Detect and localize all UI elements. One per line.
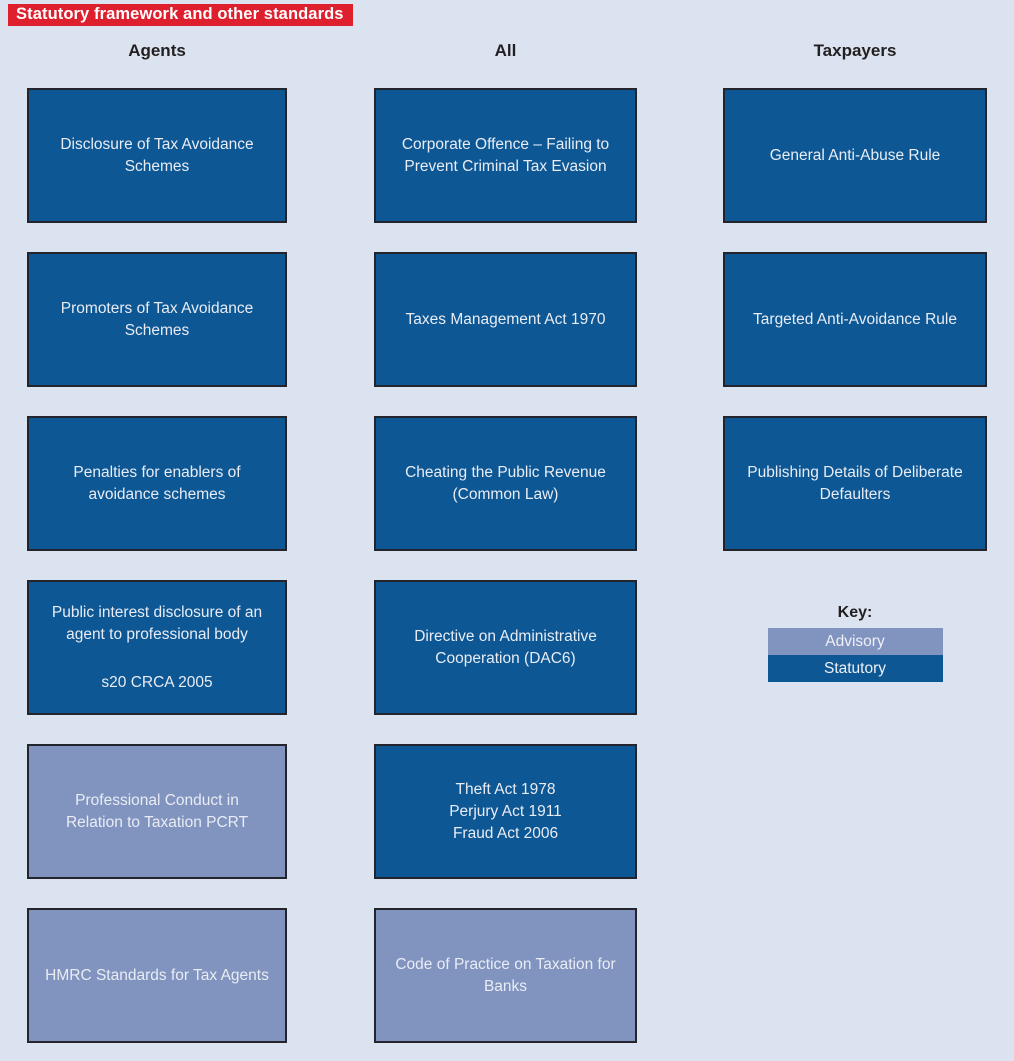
box-code-of-practice-banks: Code of Practice on Taxation for Banks xyxy=(374,908,637,1043)
box-label: Public interest disclosure of an agent t… xyxy=(51,603,263,643)
box-label: General Anti-Abuse Rule xyxy=(769,146,941,164)
column-header-taxpayers: Taxpayers xyxy=(813,41,897,60)
key-title: Key: xyxy=(837,604,873,621)
box-label: Disclosure of Tax Avoidance Schemes xyxy=(60,135,254,175)
key-advisory-swatch: Advisory xyxy=(767,628,943,655)
box-label: Code of Practice on Taxation for Banks xyxy=(395,955,616,995)
box-label: HMRC Standards for Tax Agents xyxy=(45,966,269,984)
page-title: Statutory framework and other standards xyxy=(16,5,344,23)
box-general-anti-abuse-rule: General Anti-Abuse Rule xyxy=(723,88,987,223)
box-label: Directive on Administrative Cooperation … xyxy=(414,627,597,667)
box-label: Theft Act 1978 xyxy=(455,780,556,798)
column-header-all: All xyxy=(494,41,517,60)
box-label: Taxes Management Act 1970 xyxy=(405,310,606,328)
box-public-interest-disclosure: Public interest disclosure of an agent t… xyxy=(27,580,287,715)
box-promoters-of-tax-avoidance-schemes: Promoters of Tax Avoidance Schemes xyxy=(27,252,287,387)
box-directive-on-administrative-cooperation: Directive on Administrative Cooperation … xyxy=(374,580,637,715)
box-cheating-the-public-revenue: Cheating the Public Revenue (Common Law) xyxy=(374,416,637,551)
box-label: Perjury Act 1911 xyxy=(449,802,562,820)
box-label: Cheating the Public Revenue (Common Law) xyxy=(405,463,606,503)
key-advisory-label: Advisory xyxy=(825,632,885,650)
box-disclosure-of-tax-avoidance-schemes: Disclosure of Tax Avoidance Schemes xyxy=(27,88,287,223)
box-label: Publishing Details of Deliberate Default… xyxy=(747,463,963,503)
key-statutory-swatch: Statutory xyxy=(767,655,943,682)
box-penalties-for-enablers: Penalties for enablers of avoidance sche… xyxy=(27,416,287,551)
column-agents-boxes: Disclosure of Tax Avoidance Schemes Prom… xyxy=(27,88,287,1043)
title-banner: Statutory framework and other standards xyxy=(8,4,353,26)
box-professional-conduct-pcrt: Professional Conduct in Relation to Taxa… xyxy=(27,744,287,879)
column-all-boxes: Corporate Offence – Failing to Prevent C… xyxy=(374,88,637,1043)
box-hmrc-standards-for-tax-agents: HMRC Standards for Tax Agents xyxy=(27,908,287,1043)
box-corporate-offence: Corporate Offence – Failing to Prevent C… xyxy=(374,88,637,223)
column-header-agents: Agents xyxy=(128,41,186,60)
box-targeted-anti-avoidance-rule: Targeted Anti-Avoidance Rule xyxy=(723,252,987,387)
box-label: Targeted Anti-Avoidance Rule xyxy=(753,310,957,328)
box-label: Penalties for enablers of avoidance sche… xyxy=(73,463,241,503)
box-publishing-details-deliberate-defaulters: Publishing Details of Deliberate Default… xyxy=(723,416,987,551)
box-theft-perjury-fraud-acts: Theft Act 1978 Perjury Act 1911 Fraud Ac… xyxy=(374,744,637,879)
key-legend: Key: Advisory Statutory xyxy=(723,604,987,682)
box-sublabel: s20 CRCA 2005 xyxy=(101,673,213,691)
box-label: Corporate Offence – Failing to Prevent C… xyxy=(401,135,610,175)
box-label: Promoters of Tax Avoidance Schemes xyxy=(60,299,254,339)
box-label: Fraud Act 2006 xyxy=(452,824,559,842)
box-taxes-management-act-1970: Taxes Management Act 1970 xyxy=(374,252,637,387)
box-label: Professional Conduct in Relation to Taxa… xyxy=(65,791,249,831)
key-statutory-label: Statutory xyxy=(823,659,887,677)
column-taxpayers-boxes: General Anti-Abuse Rule Targeted Anti-Av… xyxy=(723,88,987,551)
